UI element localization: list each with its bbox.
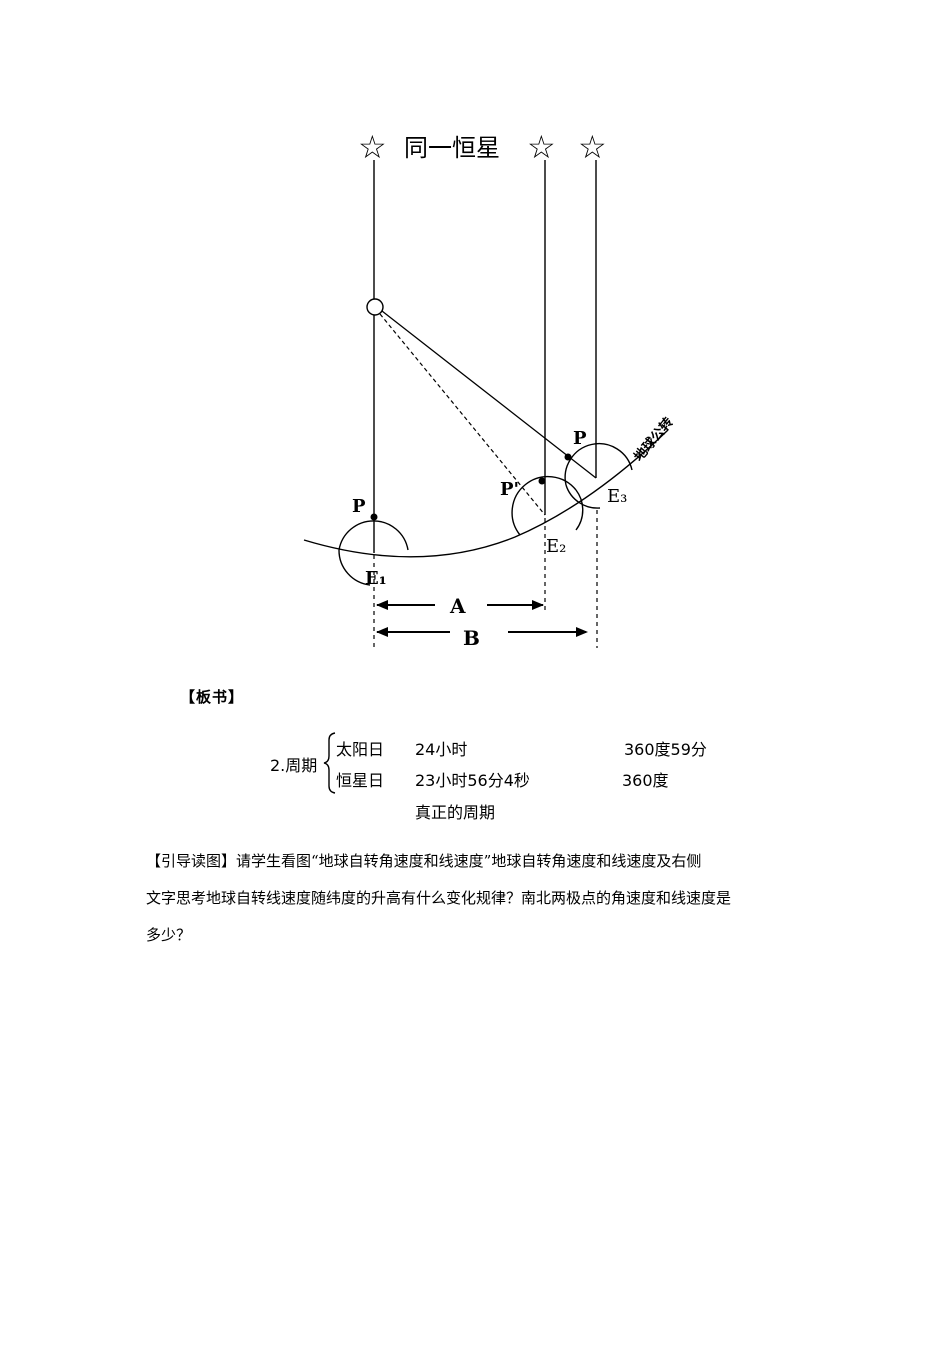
star-icon: ☆	[527, 128, 556, 166]
sun	[366, 298, 384, 316]
brace-icon	[323, 732, 336, 794]
guide-paragraph-line: 【引导读图】请学生看图“地球自转角速度和线速度”地球自转角速度和线速度及右侧	[146, 852, 702, 870]
sidereal-solar-day-diagram: ☆ 同一恒星 ☆ ☆ P E₁ P' E₂ P E₃ 地球公转 A B	[303, 128, 677, 650]
point-p3	[564, 453, 572, 461]
p-label-1: P	[352, 496, 366, 517]
p-label-3: P	[573, 428, 587, 449]
arrow-left	[376, 627, 388, 637]
guide-paragraph-line: 多少？	[146, 926, 192, 944]
dim-a-label: A	[449, 594, 466, 618]
point-p1	[370, 513, 378, 521]
e2-label: E₂	[546, 536, 566, 557]
p-label-2: P'	[500, 479, 519, 500]
true-period-note: 真正的周期	[415, 803, 496, 822]
sidereal-day-name: 恒星日	[336, 771, 385, 790]
solar-day-name: 太阳日	[336, 740, 385, 759]
section-title: 【板书】	[180, 688, 245, 706]
e1-label: E₁	[365, 568, 387, 589]
sun-ray-dashed	[379, 313, 546, 516]
period-label: 2.周期	[270, 756, 318, 775]
e3-label: E₃	[607, 486, 627, 507]
solar-day-angle: 360度59分	[624, 740, 707, 759]
star-icon: ☆	[358, 128, 387, 166]
arrow-left	[376, 600, 388, 610]
earth-e1-lower	[338, 549, 371, 586]
dim-b-label: B	[463, 626, 480, 650]
arrow-right	[576, 627, 588, 637]
sidereal-day-angle: 360度	[622, 771, 669, 790]
earth-e2	[511, 475, 577, 536]
arrow-right	[532, 600, 544, 610]
guide-paragraph-line: 文字思考地球自转线速度随纬度的升高有什么变化规律？南北两极点的角速度和线速度是	[146, 889, 732, 907]
orbit-path	[303, 429, 669, 558]
earth-e1	[338, 520, 409, 551]
star-label: 同一恒星	[404, 134, 500, 162]
sidereal-day-duration: 23小时56分4秒	[415, 771, 530, 790]
solar-day-duration: 24小时	[415, 740, 468, 759]
earth-e2-right	[575, 489, 584, 531]
earth-e3	[564, 443, 633, 486]
earth-e3-lower	[565, 484, 601, 509]
orbit-label: 地球公转	[631, 414, 677, 464]
star-icon: ☆	[578, 128, 607, 166]
sun-ray	[381, 310, 597, 479]
point-p2	[538, 477, 546, 485]
